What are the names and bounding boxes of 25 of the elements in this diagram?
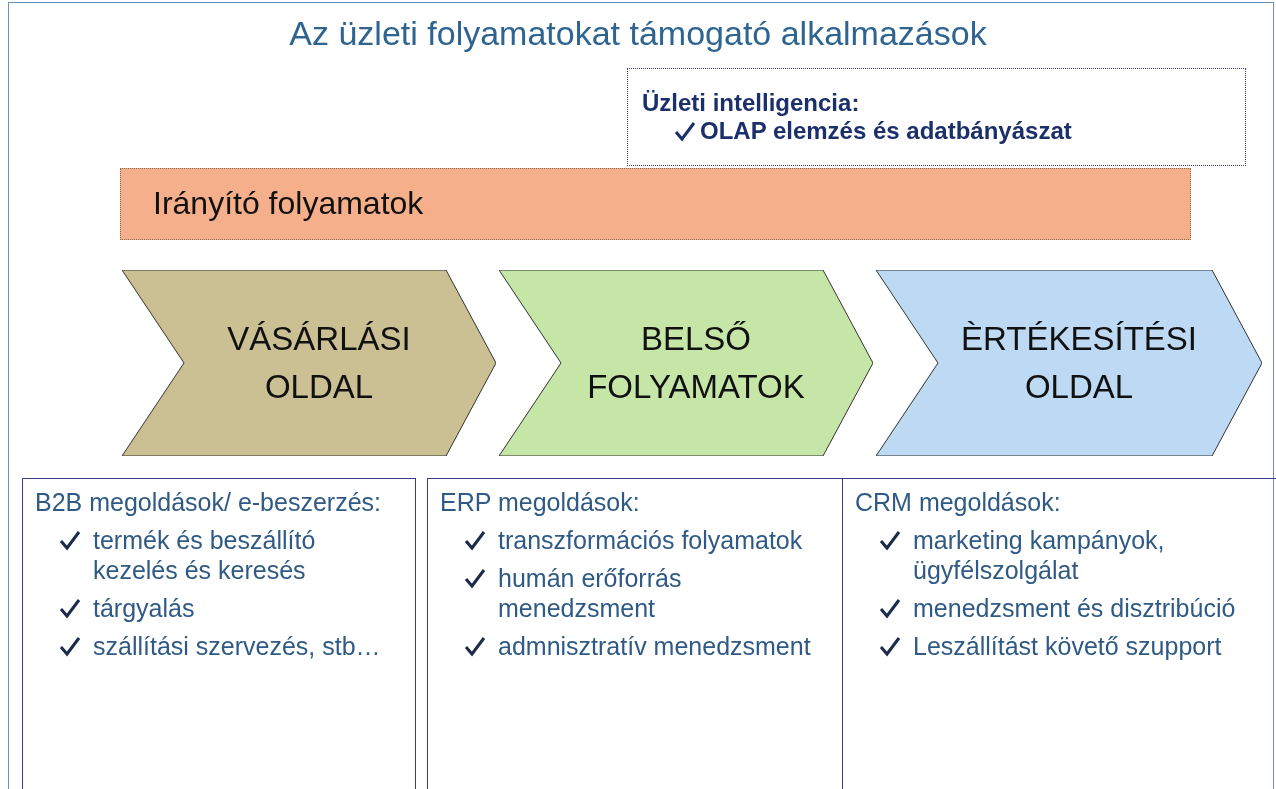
list-item: humán erőforrás menedzsment [498,563,683,623]
process-band: Irányító folyamatok [120,168,1191,240]
list-item: termék és beszállító kezelés és keresés [93,525,317,585]
info-panel [627,68,1246,166]
list-item: marketing kampányok, ügyfélszolgálat [913,525,1166,585]
box-heading: CRM megoldások: [855,487,1062,517]
step-label: ÈRTÉKESÍTÉSI OLDAL [960,319,1198,407]
step-label: BELSŐ FOLYAMATOK [586,319,806,407]
box-heading: ERP megoldások: [440,487,641,517]
list-item: transzformációs folyamatok [498,525,803,555]
panel-item: OLAP elemzés és adatbányászat [700,117,1072,145]
process-step [876,270,1262,456]
box-heading: B2B megoldások/ e-beszerzés: [35,487,382,517]
title: Az üzleti folyamatokat támogató alkalmazások [288,14,988,53]
process-step [122,270,496,456]
step-label: VÁSÁRLÁSI OLDAL [226,319,412,407]
panel-heading: Üzleti intelligencia: [642,89,860,117]
list-item: szállítási szervezés, stb… [93,631,381,661]
list-item: tárgyalás [93,593,195,623]
list-item: Leszállítást követő szupport [913,631,1222,661]
solution-box [22,478,416,789]
solution-box [427,478,843,789]
process-step [499,270,873,456]
list-item: admnisztratív menedzsment [498,631,811,661]
list-item: menedzsment és disztribúció [913,593,1236,623]
